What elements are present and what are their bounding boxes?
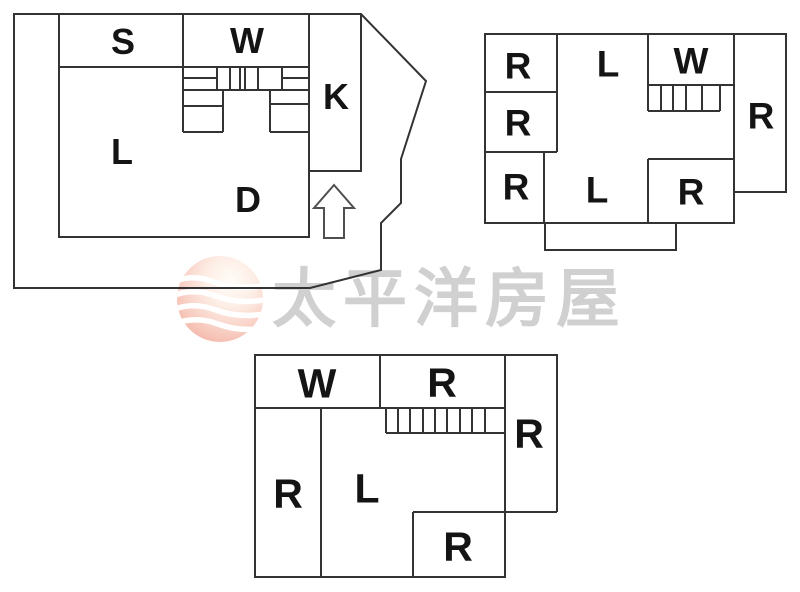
room-label-l: L: [354, 465, 380, 512]
plan3-right-room-walls: [413, 354, 558, 513]
room-label-k: K: [323, 76, 349, 117]
room-label-w: W: [673, 40, 709, 82]
room-label-l: L: [585, 169, 609, 211]
room-label-r: R: [747, 95, 775, 137]
room-label-r: R: [427, 359, 457, 406]
plan2-staircase: [647, 34, 734, 112]
plan2-balcony: [544, 223, 677, 251]
room-label-r: R: [273, 470, 303, 517]
plan3-staircase: [385, 408, 505, 434]
room-label-r: R: [677, 171, 705, 213]
room-label-s: S: [110, 21, 136, 62]
room-label-w: W: [230, 20, 264, 61]
plan2-left-room-dividers: [485, 34, 558, 223]
room-label-r: R: [443, 523, 473, 570]
plan1-main-walls: [58, 14, 310, 238]
room-label-w: W: [297, 360, 337, 407]
entrance-arrow-icon: [311, 183, 357, 239]
plan1-staircase: [182, 67, 309, 133]
room-label-l: L: [596, 43, 620, 85]
floor-plan-2-walls: [484, 33, 787, 251]
plan3-outer-boundary: [254, 354, 506, 578]
plan1-outer-boundary: [13, 13, 428, 289]
room-label-r: R: [514, 410, 544, 457]
plan3-room-dividers: [255, 355, 505, 577]
pacific-sphere-logo-icon: [177, 256, 263, 342]
floor-plan-3-walls: [254, 354, 558, 578]
plan1-kitchen-walls: [309, 14, 362, 172]
room-label-r: R: [504, 102, 532, 144]
room-label-l: L: [111, 131, 133, 172]
room-label-d: D: [235, 179, 261, 220]
watermark-brand-text: 太平洋房屋: [272, 264, 627, 335]
room-label-r: R: [504, 45, 532, 87]
floor-plan-1-walls: [13, 13, 428, 289]
plan2-bottom-room-walls: [647, 158, 734, 223]
room-label-r: R: [502, 166, 530, 208]
